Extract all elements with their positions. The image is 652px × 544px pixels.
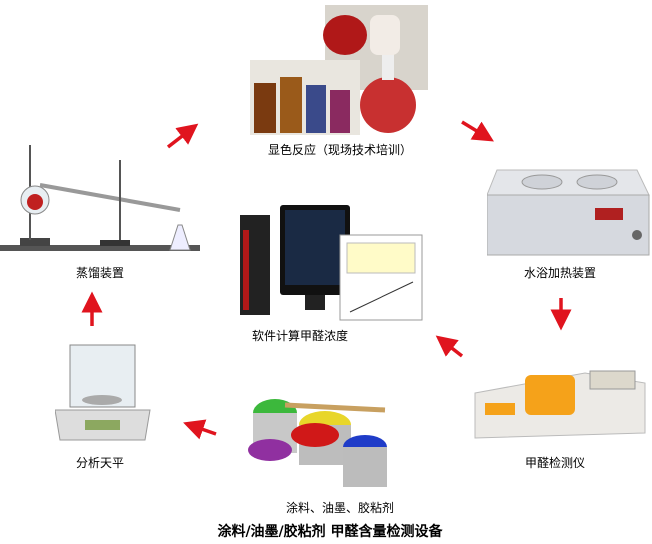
arrow-samples-to-balance xyxy=(183,419,217,440)
water-bath-photo xyxy=(487,169,650,256)
distillation-apparatus-photo xyxy=(0,145,200,251)
arrow-reaction-to-water-bath xyxy=(461,120,494,142)
arrow-distillation-to-reaction xyxy=(166,123,199,149)
label-software: 软件计算甲醛浓度 xyxy=(251,329,349,343)
color-reaction-photo xyxy=(250,5,428,135)
diagram-title: 涂料/油墨/胶粘剂 甲醛含量检测设备 xyxy=(217,524,443,540)
label-formaldehyde-meter: 甲醛检测仪 xyxy=(524,456,586,470)
analytical-balance-photo xyxy=(55,344,151,441)
label-samples: 涂料、油墨、胶粘剂 xyxy=(285,501,395,515)
arrow-meter-to-software xyxy=(435,335,464,358)
label-balance: 分析天平 xyxy=(75,456,125,470)
label-color-reaction: 显色反应（现场技术培训） xyxy=(267,143,413,157)
computer-software-photo xyxy=(240,205,423,321)
label-water-bath: 水浴加热装置 xyxy=(523,266,597,280)
paint-samples-photo xyxy=(248,399,387,487)
formaldehyde-meter-photo xyxy=(474,370,646,439)
label-distillation: 蒸馏装置 xyxy=(75,266,125,280)
